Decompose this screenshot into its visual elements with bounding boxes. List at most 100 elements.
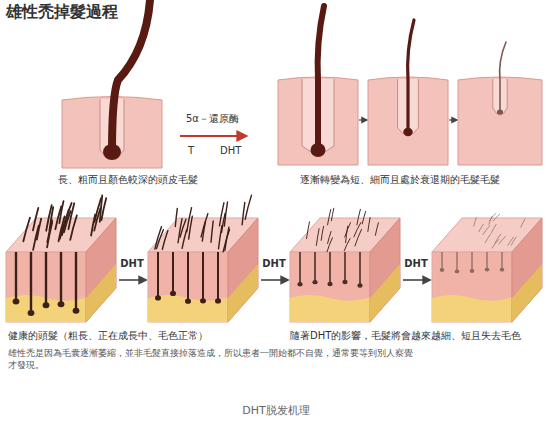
stage-caption: 長、粗而且顏色較深的頭皮毛髮 <box>58 174 198 187</box>
hair-bulb <box>155 295 161 300</box>
hair-strand <box>346 226 348 242</box>
note-text: 雄性禿是因為毛囊逐漸萎縮，並非毛髮直接掉落造成，所以患者一開始都不自覺，通常要等… <box>8 347 418 371</box>
follicle <box>15 252 17 302</box>
fat-side <box>512 264 542 322</box>
follicle <box>202 252 204 301</box>
dht-arrow <box>403 279 430 281</box>
dht-label: DHT <box>403 258 429 271</box>
follicle <box>314 252 316 282</box>
hair-strand <box>316 229 319 246</box>
hair-strand <box>499 236 505 243</box>
hair-strand <box>23 218 30 242</box>
hair-bulb <box>170 291 176 296</box>
follicle <box>172 252 174 293</box>
stage-caption: 健康的頭髮（粗長、正在成長中、毛色正常） <box>8 330 208 343</box>
hormone-label: T <box>188 145 194 158</box>
fat-side <box>228 264 258 322</box>
fat-side <box>86 264 116 322</box>
follicle <box>75 252 77 311</box>
hair-strand <box>375 223 378 236</box>
follicle <box>501 252 502 270</box>
hair-bulb <box>470 269 475 273</box>
dermis-front <box>148 252 228 322</box>
enzyme-arrow <box>180 135 246 137</box>
skin-side <box>512 218 542 322</box>
stage-caption: 逐漸轉變為短、細而且處於衰退期的毛髮毛髮 <box>300 174 500 187</box>
hair-strand <box>479 224 483 232</box>
hair-strand <box>354 223 361 237</box>
hair-bulb <box>497 109 503 114</box>
skin-side <box>370 218 400 322</box>
hair-strand <box>511 237 516 245</box>
hair-bulb <box>403 128 412 136</box>
follicle <box>344 252 346 282</box>
hair-bulb <box>58 301 65 307</box>
follicle <box>157 252 159 298</box>
hair-follicle-panel <box>62 0 162 168</box>
hair-strand <box>485 234 490 242</box>
dermis-front <box>432 252 512 322</box>
follicle <box>45 252 47 305</box>
thin-hair <box>500 42 506 112</box>
hair-strand <box>491 224 496 233</box>
follicle <box>441 252 442 270</box>
title: 雄性禿掉髮過程 <box>6 2 118 22</box>
hair-strand <box>327 238 332 252</box>
hair-strand <box>328 210 331 225</box>
hair-strand <box>94 208 100 230</box>
hormone-label: DHT <box>220 145 241 158</box>
hair-strand <box>175 208 177 226</box>
caption: DHT脱发机理 <box>242 404 309 418</box>
hair-bulb <box>357 283 362 287</box>
hair-bulb <box>485 268 490 272</box>
shrinking-follicle-panel <box>458 42 542 165</box>
follicle <box>471 252 472 271</box>
hair-strand <box>495 234 501 243</box>
hair-strand <box>474 218 477 226</box>
hair-strand <box>182 230 186 248</box>
dht-arrow <box>119 279 146 281</box>
hair-strand <box>489 216 492 224</box>
hair-strand <box>493 214 500 221</box>
dht-label: DHT <box>261 258 287 271</box>
hair-strand <box>178 219 182 243</box>
enzyme-label: 5α－還原酶 <box>186 113 239 126</box>
skin-cube <box>148 195 258 322</box>
hair-bulb <box>455 270 460 274</box>
follicle <box>456 252 457 271</box>
follicle <box>60 252 62 304</box>
dermis-front <box>6 252 86 322</box>
hair-bulb <box>200 298 206 303</box>
follicle <box>359 252 361 286</box>
hair-bulb <box>73 308 80 314</box>
hair-strand <box>331 208 333 220</box>
hair-strand <box>357 209 360 225</box>
fat-layer <box>432 295 512 322</box>
hair-strand <box>508 237 514 245</box>
hair-strand <box>33 226 39 250</box>
hair-bulb <box>297 282 302 286</box>
hair-strand <box>362 211 365 223</box>
hair-strand <box>162 231 167 249</box>
hair-strand <box>307 222 310 239</box>
hair-strand <box>368 217 370 231</box>
hair-strand <box>321 226 323 240</box>
hair-strand <box>91 215 95 236</box>
hair-bulb <box>327 282 332 286</box>
hair-strand <box>55 206 61 229</box>
hair-strand <box>211 221 213 242</box>
follicle <box>329 252 331 284</box>
hair-strand <box>223 230 229 252</box>
hair-strand <box>47 222 52 247</box>
hair-strand <box>222 213 226 232</box>
fat-side <box>370 264 400 322</box>
thick-hair <box>112 0 150 152</box>
hair-bulb <box>185 299 191 304</box>
small-arrow <box>449 119 457 120</box>
skin-cube <box>6 195 116 322</box>
shrinking-follicle-panel <box>278 6 358 165</box>
hair-strand <box>521 219 525 227</box>
hair-bulb <box>43 302 50 308</box>
hair-bulb <box>28 310 35 316</box>
hair-bulb <box>500 268 505 272</box>
